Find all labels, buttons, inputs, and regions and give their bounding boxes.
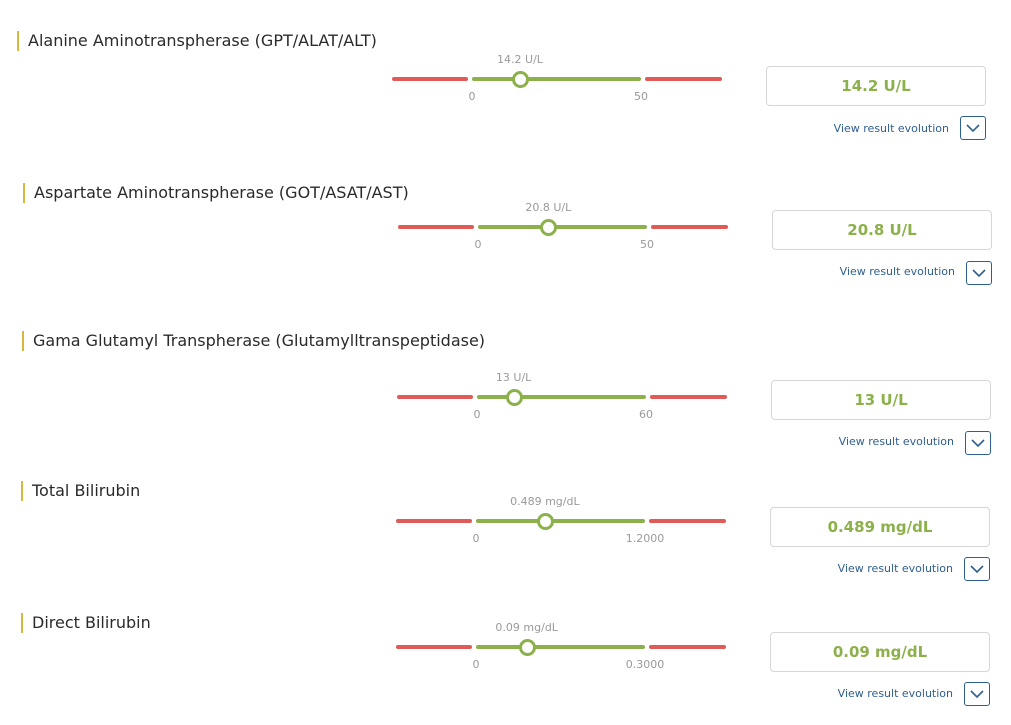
view-result-evolution-link[interactable]: View result evolution xyxy=(838,435,954,448)
result-item-total-bilirubin: Total Bilirubin 0.489 mg/dL 0 1.2000 0.4… xyxy=(0,481,1011,591)
range-low-segment xyxy=(392,77,468,81)
view-result-evolution-link[interactable]: View result evolution xyxy=(837,687,953,700)
range-min-label: 0 xyxy=(468,90,476,103)
slider-value-label: 0.489 mg/dL xyxy=(510,495,580,508)
result-value-box: 13 U/L xyxy=(771,380,991,420)
result-title: Direct Bilirubin xyxy=(21,613,151,633)
range-slider: 14.2 U/L 0 50 xyxy=(392,53,722,113)
chevron-down-icon xyxy=(970,564,984,573)
result-title: Aspartate Aminotranspherase (GOT/ASAT/AS… xyxy=(23,183,409,203)
slider-value-label: 20.8 U/L xyxy=(525,201,572,214)
range-max-label: 60 xyxy=(639,408,653,421)
result-title: Total Bilirubin xyxy=(21,481,140,501)
chevron-down-icon xyxy=(972,268,986,277)
slider-thumb xyxy=(518,639,536,656)
range-high-segment xyxy=(645,77,722,81)
slider-thumb xyxy=(505,389,523,406)
evolution-toggle-button[interactable] xyxy=(964,557,990,581)
slider-value-label: 13 U/L xyxy=(495,371,532,384)
range-low-segment xyxy=(396,519,472,523)
range-max-label: 1.2000 xyxy=(625,532,665,545)
range-max-label: 0.3000 xyxy=(625,658,665,671)
result-item-alt: Alanine Aminotranspherase (GPT/ALAT/ALT)… xyxy=(0,31,1011,141)
evolution-toggle-button[interactable] xyxy=(960,116,986,140)
evolution-toggle-button[interactable] xyxy=(964,682,990,706)
range-min-label: 0 xyxy=(472,658,480,671)
view-result-evolution-link[interactable]: View result evolution xyxy=(837,562,953,575)
evolution-toggle-button[interactable] xyxy=(966,261,992,285)
range-min-label: 0 xyxy=(474,238,482,251)
range-max-label: 50 xyxy=(640,238,654,251)
range-normal-segment xyxy=(478,225,647,229)
result-title: Gama Glutamyl Transpherase (Glutamylltra… xyxy=(22,331,485,351)
result-value-box: 20.8 U/L xyxy=(772,210,992,250)
range-high-segment xyxy=(649,519,726,523)
view-result-evolution-link[interactable]: View result evolution xyxy=(833,122,949,135)
range-high-segment xyxy=(651,225,728,229)
slider-value-label: 14.2 U/L xyxy=(497,53,543,66)
range-min-label: 0 xyxy=(472,532,480,545)
range-low-segment xyxy=(396,645,472,649)
result-title: Alanine Aminotranspherase (GPT/ALAT/ALT) xyxy=(17,31,377,51)
range-slider: 0.09 mg/dL 0 0.3000 xyxy=(396,621,726,681)
evolution-toggle-button[interactable] xyxy=(965,431,991,455)
range-slider: 20.8 U/L 0 50 xyxy=(398,201,728,261)
range-slider: 13 U/L 0 60 xyxy=(397,371,727,431)
range-high-segment xyxy=(650,395,727,399)
slider-thumb xyxy=(540,219,558,236)
slider-thumb xyxy=(536,513,554,530)
range-high-segment xyxy=(649,645,726,649)
chevron-down-icon xyxy=(970,689,984,698)
result-item-ast: Aspartate Aminotranspherase (GOT/ASAT/AS… xyxy=(0,183,1011,293)
range-min-label: 0 xyxy=(473,408,481,421)
view-result-evolution-link[interactable]: View result evolution xyxy=(839,265,955,278)
result-value-box: 14.2 U/L xyxy=(766,66,986,106)
range-low-segment xyxy=(397,395,473,399)
result-item-direct-bilirubin: Direct Bilirubin 0.09 mg/dL 0 0.3000 0.0… xyxy=(0,613,1011,723)
slider-value-label: 0.09 mg/dL xyxy=(495,621,558,634)
result-value-box: 0.09 mg/dL xyxy=(770,632,990,672)
range-normal-segment xyxy=(476,645,645,649)
range-slider: 0.489 mg/dL 0 1.2000 xyxy=(396,495,726,555)
chevron-down-icon xyxy=(971,438,985,447)
result-item-ggt: Gama Glutamyl Transpherase (Glutamylltra… xyxy=(0,331,1011,455)
result-value-box: 0.489 mg/dL xyxy=(770,507,990,547)
range-normal-segment xyxy=(477,395,646,399)
slider-thumb xyxy=(511,71,529,88)
range-normal-segment xyxy=(472,77,641,81)
range-max-label: 50 xyxy=(634,90,648,103)
range-low-segment xyxy=(398,225,474,229)
range-normal-segment xyxy=(476,519,645,523)
chevron-down-icon xyxy=(966,123,980,132)
